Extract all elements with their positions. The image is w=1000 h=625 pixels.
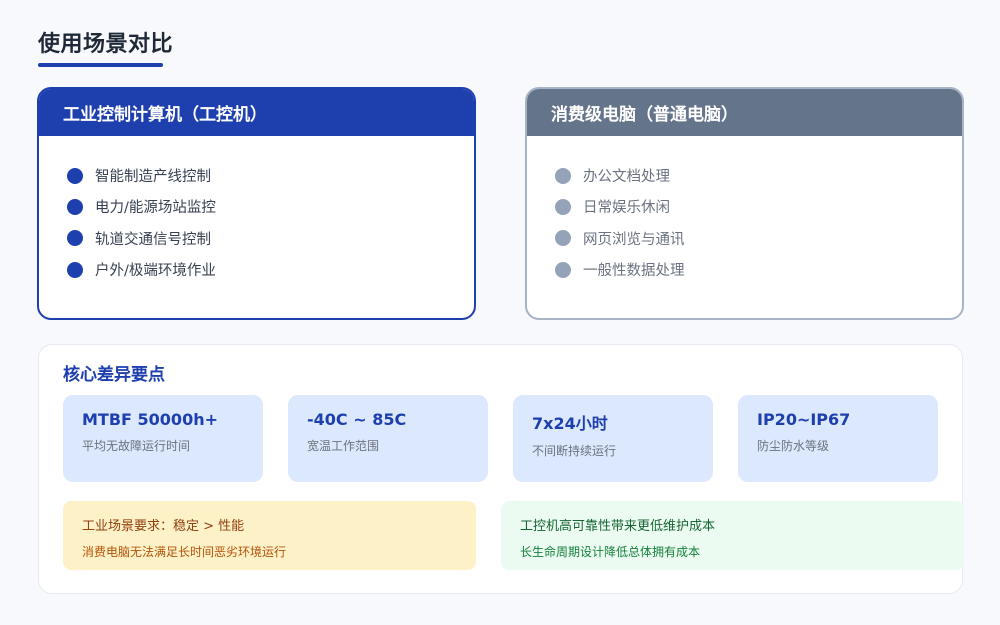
list-item: 日常娱乐休闲: [555, 191, 962, 222]
metric-card-ip-rating: IP20~IP67 防尘防水等级: [738, 395, 938, 482]
consumer-pc-card: 消费级电脑（普通电脑） 办公文档处理 日常娱乐休闲 网页浏览与通讯 一般性数据处…: [525, 87, 964, 320]
list-item: 智能制造产线控制: [67, 160, 474, 191]
bullet-dot-icon: [555, 167, 571, 184]
consumer-pc-card-header: 消费级电脑（普通电脑）: [527, 89, 962, 136]
metric-value: 7x24小时: [532, 414, 608, 433]
metric-card-temperature: -40C ~ 85C 宽温工作范围: [288, 395, 488, 482]
list-item-label: 办公文档处理: [583, 169, 670, 186]
core-differences-panel: 核心差异要点 MTBF 50000h+ 平均无故障运行时间 -40C ~ 85C…: [38, 344, 964, 594]
metric-label: 宽温工作范围: [307, 439, 380, 453]
title-underline: [38, 63, 163, 67]
list-item: 轨道交通信号控制: [67, 223, 474, 254]
metric-label: 不间断持续运行: [532, 444, 617, 458]
list-item-label: 电力/能源场站监控: [95, 200, 216, 217]
bullet-dot-icon: [67, 230, 83, 247]
list-item: 办公文档处理: [555, 160, 962, 191]
page-title: 使用场景对比: [38, 32, 174, 57]
bullet-dot-icon: [67, 261, 83, 278]
list-item-label: 网页浏览与通讯: [583, 231, 685, 248]
warning-note-sub: 消费电脑无法满足长时间恶劣环境运行: [82, 545, 287, 559]
list-item: 网页浏览与通讯: [555, 223, 962, 254]
bullet-dot-icon: [555, 198, 571, 215]
metric-card-mtbf: MTBF 50000h+ 平均无故障运行时间: [63, 395, 263, 482]
industrial-pc-scenario-list: 智能制造产线控制 电力/能源场站监控 轨道交通信号控制 户外/极端环境作业: [39, 136, 474, 285]
industrial-pc-card-header: 工业控制计算机（工控机）: [39, 89, 474, 136]
metric-label: 平均无故障运行时间: [82, 439, 191, 453]
bullet-dot-icon: [555, 230, 571, 247]
metric-value: IP20~IP67: [757, 410, 851, 429]
list-item-label: 日常娱乐休闲: [583, 200, 670, 217]
list-item: 一般性数据处理: [555, 254, 962, 285]
core-differences-title: 核心差异要点: [63, 365, 165, 385]
benefit-note-main: 工控机高可靠性带来更低维护成本: [520, 519, 716, 534]
list-item-label: 智能制造产线控制: [95, 169, 211, 186]
benefit-note: 工控机高可靠性带来更低维护成本 长生命周期设计降低总体拥有成本: [501, 501, 964, 570]
list-item: 电力/能源场站监控: [67, 191, 474, 222]
bullet-dot-icon: [555, 261, 571, 278]
metric-value: -40C ~ 85C: [307, 410, 407, 429]
list-item-label: 一般性数据处理: [583, 263, 685, 280]
list-item: 户外/极端环境作业: [67, 254, 474, 285]
warning-note: 工业场景要求：稳定 > 性能 消费电脑无法满足长时间恶劣环境运行: [63, 501, 476, 570]
metric-label: 防尘防水等级: [757, 439, 830, 453]
industrial-pc-card: 工业控制计算机（工控机） 智能制造产线控制 电力/能源场站监控 轨道交通信号控制…: [37, 87, 476, 320]
benefit-note-sub: 长生命周期设计降低总体拥有成本: [520, 545, 701, 559]
metric-card-uptime: 7x24小时 不间断持续运行: [513, 395, 713, 482]
bullet-dot-icon: [67, 167, 83, 184]
bullet-dot-icon: [67, 198, 83, 215]
list-item-label: 户外/极端环境作业: [95, 263, 216, 280]
consumer-pc-scenario-list: 办公文档处理 日常娱乐休闲 网页浏览与通讯 一般性数据处理: [527, 136, 962, 285]
warning-note-main: 工业场景要求：稳定 > 性能: [82, 519, 245, 534]
list-item-label: 轨道交通信号控制: [95, 231, 211, 248]
metric-value: MTBF 50000h+: [82, 410, 218, 429]
